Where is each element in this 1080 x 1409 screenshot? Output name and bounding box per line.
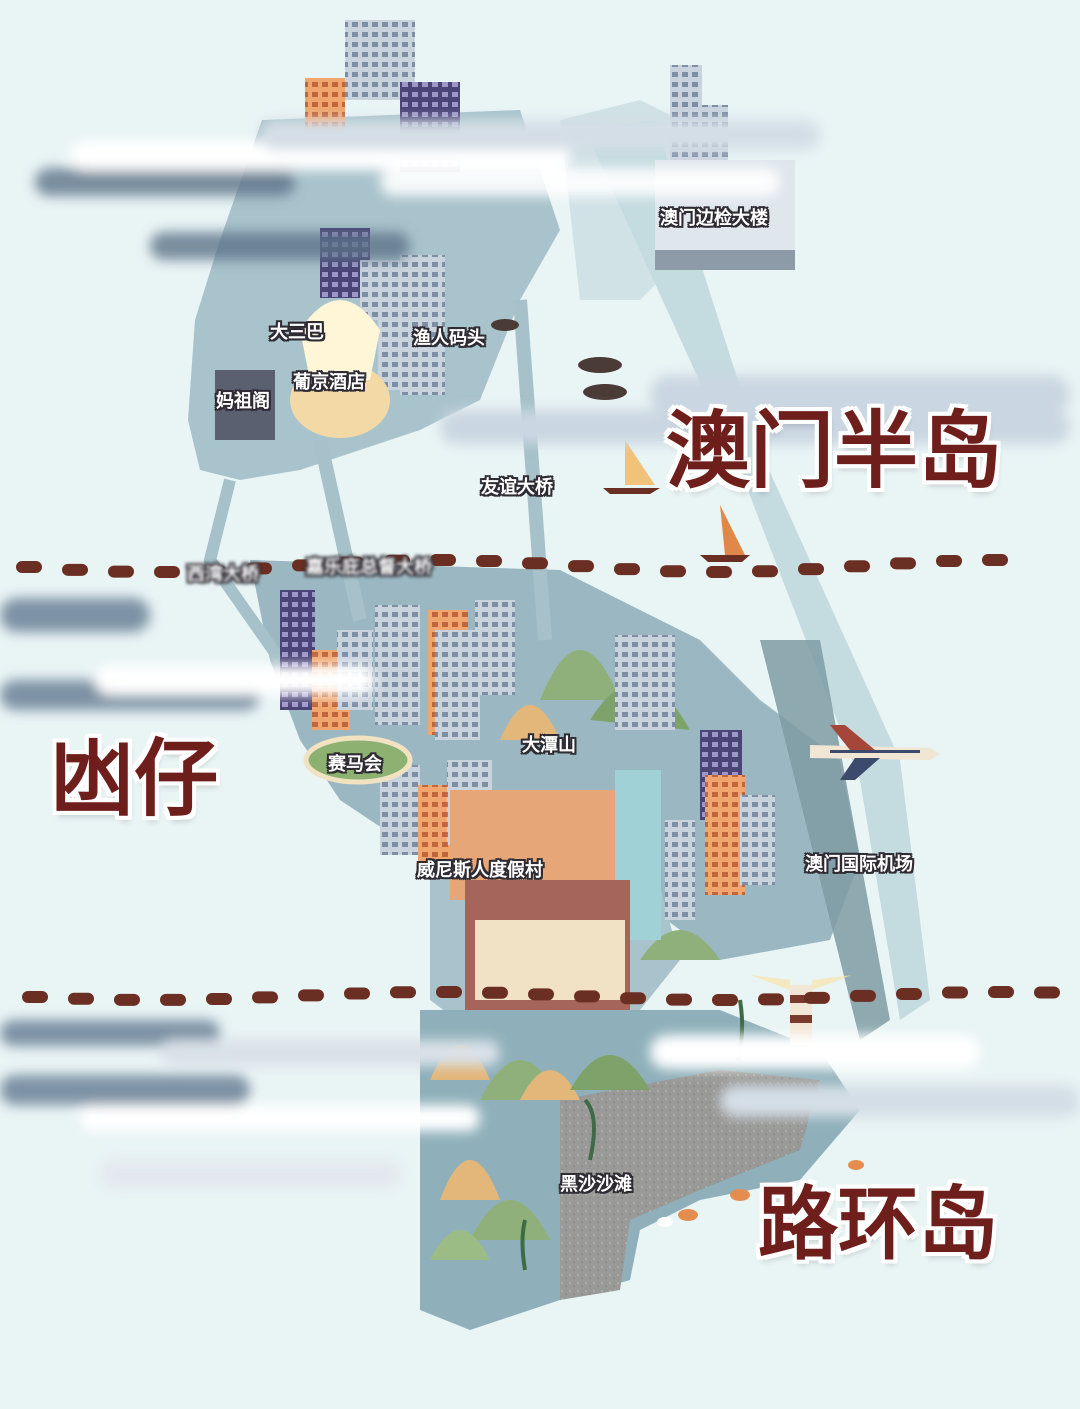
divider-dash: [160, 993, 186, 1006]
divider-dash: [890, 557, 916, 570]
divider-dash: [206, 993, 232, 1006]
divider-dash: [298, 989, 324, 1002]
divider-dash: [68, 992, 94, 1005]
lighthouse: [750, 975, 852, 1045]
divider-dash: [844, 560, 870, 573]
divider-dash: [712, 993, 738, 1006]
divider-dash: [114, 993, 140, 1006]
divider-dash: [660, 565, 686, 578]
label-jockey-club: 赛马会: [328, 754, 382, 775]
taipa-buildings: [280, 590, 775, 1010]
divider-dash: [988, 986, 1014, 999]
bridge-governor: [313, 438, 367, 622]
divider-dash: [982, 554, 1008, 567]
divider-dash: [22, 990, 48, 1003]
label-grand-lisboa: 葡京酒店: [293, 372, 365, 393]
divider-dash: [706, 565, 732, 578]
divider-dash: [850, 989, 876, 1002]
label-airport: 澳门国际机场: [805, 854, 913, 875]
divider-dash: [390, 986, 416, 999]
label-venetian: 威尼斯人度假村: [417, 860, 543, 881]
label-border-building: 澳门边检大楼: [660, 208, 768, 229]
divider-dash: [246, 562, 272, 575]
divider-dash: [528, 988, 554, 1001]
divider-dash: [154, 565, 180, 578]
label-a-ma-temple: 妈祖阁: [216, 391, 270, 412]
causeway: [585, 120, 930, 1020]
divider-dash: [798, 563, 824, 576]
hills: [430, 650, 720, 1260]
label-hac-sa-beach: 黑沙沙滩: [560, 1174, 632, 1195]
divider-dash: [482, 986, 508, 999]
divider-dash: [252, 991, 278, 1004]
divider-dash: [522, 557, 548, 570]
divider-dash: [200, 564, 226, 577]
bridge-friendship: [513, 299, 552, 641]
airplane: [810, 725, 940, 780]
divider-dash: [614, 563, 640, 576]
divider-dash: [292, 559, 318, 572]
region-label-coloane: 路环岛: [758, 1177, 998, 1271]
region-label-taipa: 凼仔: [50, 729, 219, 828]
divider-dash: [620, 992, 646, 1005]
divider-dash: [804, 991, 830, 1004]
divider-dash: [62, 563, 88, 576]
label-fishermans-wharf: 渔人码头: [413, 328, 485, 349]
divider-dash: [896, 987, 922, 1000]
label-friendship-bridge: 友谊大桥: [481, 477, 553, 498]
divider-dash: [344, 987, 370, 1000]
airport-runway: [760, 640, 890, 1040]
fish: [657, 1160, 864, 1227]
beach-area: [560, 1070, 820, 1300]
divider-dash: [568, 560, 594, 573]
bridge-sai-van: [203, 478, 285, 664]
divider-dash: [476, 554, 502, 567]
divider-dash: [338, 556, 364, 569]
divider-dash: [936, 555, 962, 568]
divider-dash: [430, 554, 456, 567]
divider-dash: [758, 993, 784, 1006]
boats: [491, 319, 750, 562]
clouds: [0, 120, 1080, 1188]
region-label-peninsula: 澳门半岛: [666, 401, 1003, 500]
divider-dash: [666, 993, 692, 1006]
divider-dash: [752, 565, 778, 578]
divider-line-south: [22, 986, 1060, 1006]
divider-dash: [16, 561, 42, 574]
divider-dash: [574, 990, 600, 1003]
racecourse: [303, 735, 413, 785]
label-sai-van-bridge: 西湾大桥: [187, 564, 259, 585]
divider-dash: [436, 986, 462, 999]
divider-line-north: [16, 554, 1008, 578]
divider-dash: [384, 554, 410, 567]
label-governor-bridge: 嘉乐庇总督大桥: [306, 557, 432, 578]
divider-dash: [1034, 986, 1060, 999]
label-taipa-grande: 大潭山: [522, 735, 576, 756]
divider-dash: [108, 565, 134, 578]
label-ruins-st-paul: 大三巴: [270, 322, 324, 343]
divider-dash: [942, 986, 968, 999]
